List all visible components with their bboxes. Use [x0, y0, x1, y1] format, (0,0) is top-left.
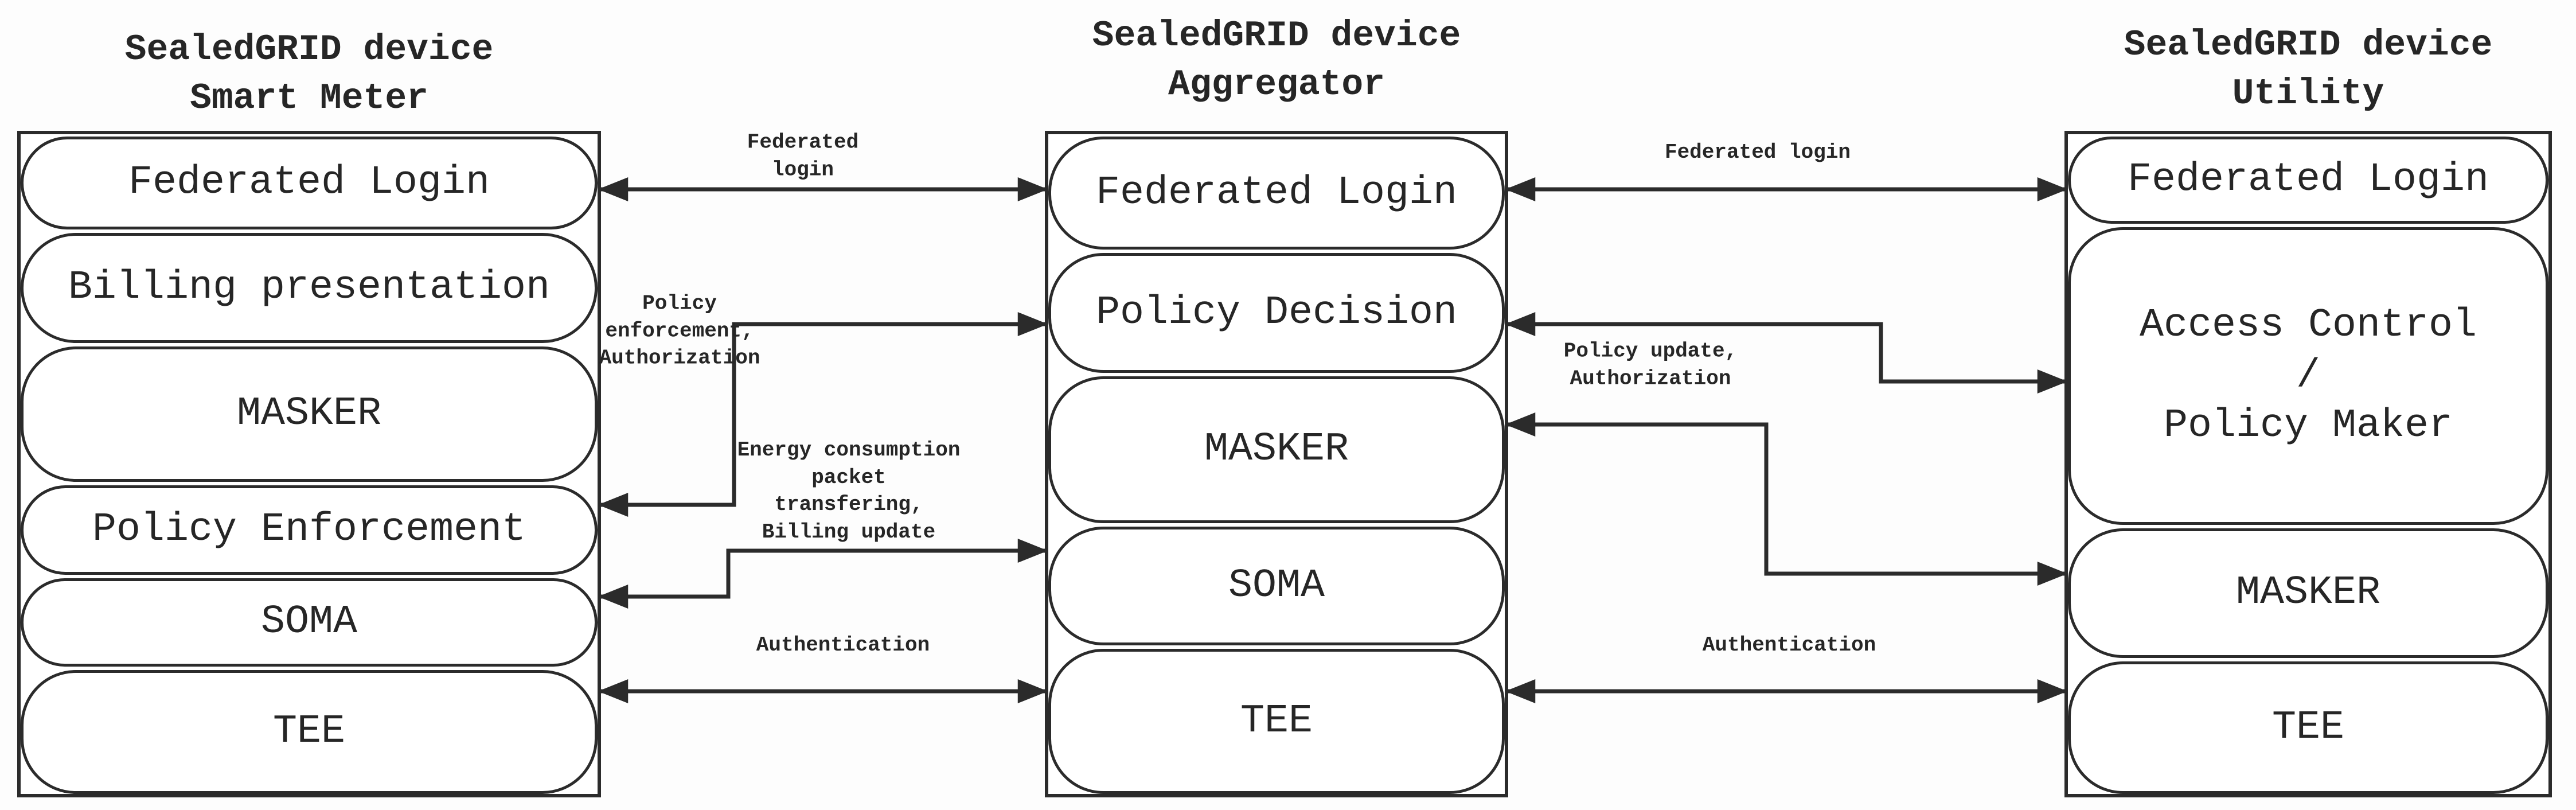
box-utility-masker: MASKER: [2068, 528, 2548, 658]
box-smart-meter-federated-login: Federated Login: [21, 137, 598, 229]
box-utility-tee: TEE: [2068, 661, 2548, 794]
label-federated-login-left: Federated login: [747, 130, 859, 181]
connector-energy-billing: [598, 539, 1048, 609]
box-smart-meter-policy-enforcement: Policy Enforcement: [21, 485, 598, 575]
box-aggregator-tee: TEE: [1048, 649, 1505, 794]
box-smart-meter-soma: SOMA: [21, 578, 598, 667]
label-authentication-left: Authentication: [756, 633, 930, 657]
column-title-smart-meter: SealedGRID device Smart Meter: [124, 29, 494, 119]
column-title-utility: SealedGRID device Utility: [2124, 25, 2493, 115]
box-aggregator-federated-login: Federated Login: [1048, 137, 1505, 250]
box-utility-access-control-policy-maker: Access Control / Policy Maker: [2068, 227, 2548, 525]
connector-policy-update: [1505, 312, 2068, 394]
box-aggregator-soma: SOMA: [1048, 527, 1505, 645]
box-aggregator-policy-decision: Policy Decision: [1048, 253, 1505, 373]
connector-masker-right: [1505, 412, 2068, 586]
box-smart-meter-billing-presentation: Billing presentation: [21, 233, 598, 343]
box-smart-meter-tee: TEE: [21, 670, 598, 794]
label-policy-update: Policy update, Authorization: [1563, 339, 1738, 390]
box-utility-federated-login: Federated Login: [2068, 137, 2548, 224]
label-policy-enforcement: Policy enforcement, Authorization: [599, 291, 760, 370]
column-title-aggregator: SealedGRID device Aggregator: [1092, 15, 1461, 106]
box-smart-meter-masker: MASKER: [21, 346, 598, 482]
label-federated-login-right: Federated login: [1664, 141, 1851, 165]
box-aggregator-masker: MASKER: [1048, 376, 1505, 523]
connector-policy-enforcement: [598, 312, 1048, 517]
label-energy-billing: Energy consumption packet transfering, B…: [737, 438, 961, 544]
label-authentication-right: Authentication: [1702, 633, 1876, 657]
